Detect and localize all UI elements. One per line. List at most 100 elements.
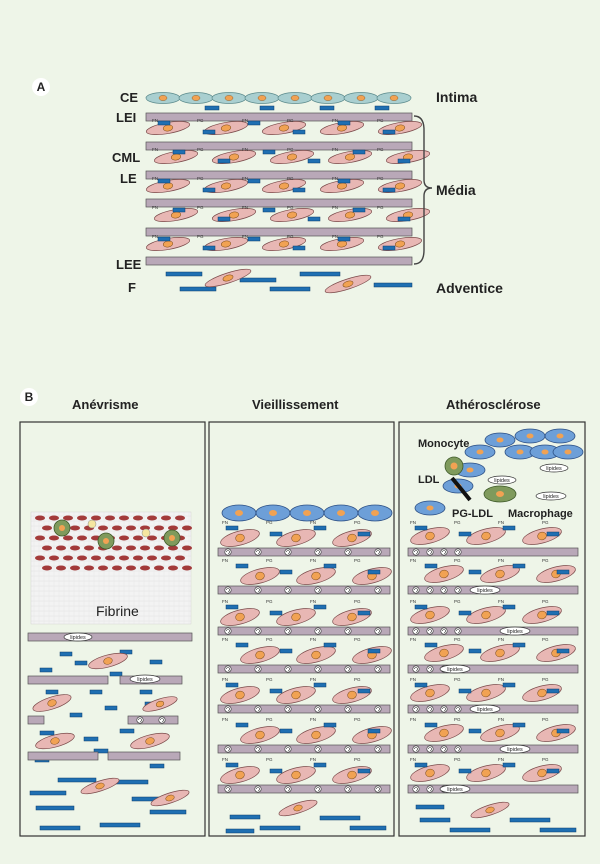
platelet <box>87 519 97 529</box>
label-lei: LEI <box>116 110 137 125</box>
smooth-muscle-cell <box>480 724 520 742</box>
proteoglycan-icon <box>412 745 420 753</box>
lipid-droplet <box>499 744 531 754</box>
red-blood-cell <box>112 545 122 551</box>
endothelial-nucleus <box>496 437 504 443</box>
elastic-lamina <box>217 547 391 557</box>
tiny-label: PG <box>197 147 204 152</box>
collagen-fiber <box>349 825 387 831</box>
endothelial-nucleus <box>323 95 333 101</box>
red-blood-cell <box>147 515 157 521</box>
smooth-muscle-cell <box>35 732 75 750</box>
proteoglycan-swirl <box>428 707 432 711</box>
collagen-fiber <box>269 688 283 694</box>
proteoglycan-icon <box>440 548 448 556</box>
proteoglycan-icon <box>344 785 352 793</box>
red-blood-cell <box>35 515 45 521</box>
collagen-fiber <box>279 569 293 575</box>
proteoglycan-swirl <box>286 747 290 751</box>
elastic-lamina <box>107 751 181 761</box>
collagen-fiber <box>546 768 560 774</box>
proteoglycan-icon <box>314 627 322 635</box>
red-blood-cell <box>140 545 150 551</box>
smooth-muscle-cell <box>204 268 252 288</box>
tiny-label: PG <box>266 558 273 563</box>
proteoglycan-icon <box>374 705 382 713</box>
proteoglycan-swirl <box>316 747 320 751</box>
red-blood-cell <box>182 545 192 551</box>
red-blood-cell <box>168 525 178 531</box>
proteoglycan-icon <box>224 627 232 635</box>
tiny-label: FN <box>242 147 248 152</box>
collagen-fiber <box>337 236 351 242</box>
red-blood-cell <box>119 535 129 541</box>
red-blood-cell <box>70 565 80 571</box>
proteoglycan-swirl <box>456 588 460 592</box>
monocyte-label: Monocyte <box>418 438 470 450</box>
collagen-fiber <box>502 525 516 531</box>
proteoglycan-icon <box>314 665 322 673</box>
proteoglycan-icon <box>158 716 166 724</box>
tiny-label: PG <box>354 717 361 722</box>
red-blood-cell <box>182 565 192 571</box>
proteoglycan-icon <box>374 745 382 753</box>
tiny-label: PG <box>266 757 273 762</box>
tiny-label: PG <box>354 757 361 762</box>
proteoglycan-swirl <box>456 550 460 554</box>
proteoglycan-swirl <box>376 747 380 751</box>
collagen-fiber <box>217 158 231 164</box>
proteoglycan-swirl <box>428 787 432 791</box>
smooth-muscle-cell <box>240 567 280 585</box>
tiny-label: PG <box>454 520 461 525</box>
proteoglycan-swirl <box>428 747 432 751</box>
collagen-fiber <box>382 129 396 135</box>
collagen-fiber <box>93 748 109 754</box>
proteoglycan-icon <box>224 586 232 594</box>
collagen-fiber <box>259 105 275 111</box>
endothelial-nucleus <box>269 510 277 516</box>
tiny-label: PG <box>266 599 273 604</box>
proteoglycan-icon <box>314 745 322 753</box>
label-adventice: Adventice <box>436 280 503 296</box>
pg-ldl-label: PG-LDL <box>452 508 493 520</box>
red-blood-cell <box>175 555 185 561</box>
tiny-label: FN <box>498 677 504 682</box>
proteoglycan-swirl <box>226 588 230 592</box>
red-blood-cell <box>84 545 94 551</box>
lipid-label: lipides <box>447 667 463 673</box>
collagen-fiber <box>29 790 67 796</box>
endothelial-nucleus <box>526 433 534 439</box>
elastic-lamina <box>407 784 579 794</box>
tiny-label: PG <box>287 118 294 123</box>
smooth-muscle-cell <box>410 606 450 624</box>
endothelial-nucleus <box>290 95 300 101</box>
red-blood-cell <box>77 535 87 541</box>
title-atherosclerose: Athérosclérose <box>446 397 541 412</box>
elastic-lamina <box>145 141 413 151</box>
proteoglycan-icon <box>412 785 420 793</box>
proteoglycan-icon <box>454 745 462 753</box>
collagen-fiber <box>279 648 293 654</box>
red-blood-cell <box>126 525 136 531</box>
red-blood-cell <box>63 535 73 541</box>
tiny-label: FN <box>410 757 416 762</box>
collagen-fiber <box>202 187 216 193</box>
proteoglycan-swirl <box>414 787 418 791</box>
panel-b-letter: B <box>20 388 38 406</box>
smooth-muscle-cell <box>424 724 464 742</box>
tiny-label: FN <box>222 637 228 642</box>
proteoglycan-icon <box>136 716 144 724</box>
red-blood-cell <box>147 555 157 561</box>
proteoglycan-icon <box>426 705 434 713</box>
proteoglycan-swirl <box>256 707 260 711</box>
proteoglycan-icon <box>224 548 232 556</box>
collagen-fiber <box>458 768 472 774</box>
collagen-fiber <box>149 659 163 665</box>
smooth-muscle-cell <box>220 529 260 547</box>
collagen-fiber <box>419 817 451 823</box>
proteoglycan-icon <box>314 548 322 556</box>
collagen-fiber <box>313 682 327 688</box>
collagen-fiber <box>99 822 141 828</box>
proteoglycan-icon <box>254 705 262 713</box>
